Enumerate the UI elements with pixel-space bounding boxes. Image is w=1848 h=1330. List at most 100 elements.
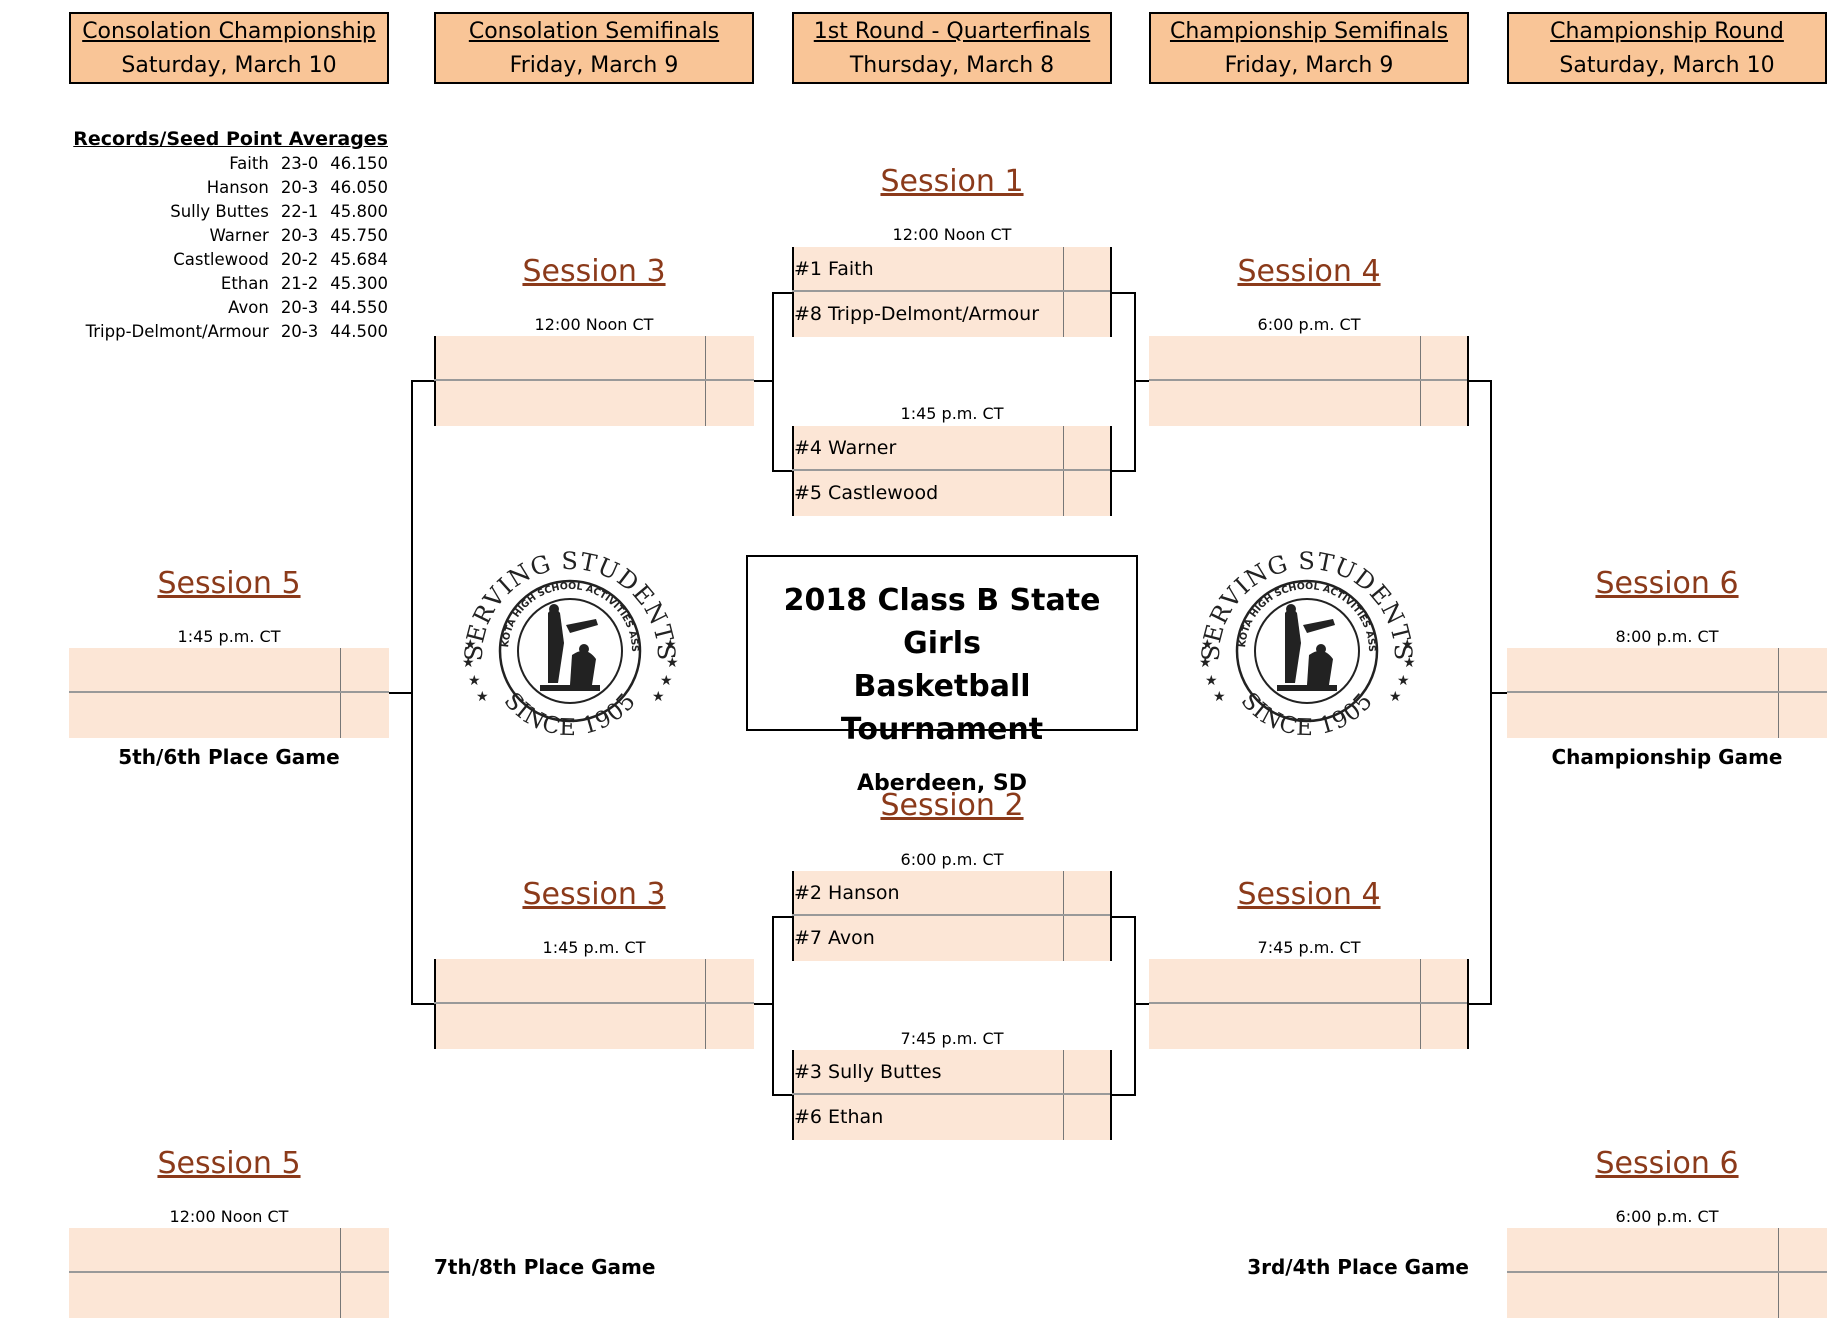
slot-third-fourth-2	[1507, 1273, 1827, 1318]
seed-avg: 45.300	[330, 274, 388, 293]
slot-seventh-eighth-1	[69, 1228, 389, 1273]
round-header-consolation-championship: Consolation Championship Saturday, March…	[69, 12, 389, 84]
bracket-line	[1134, 916, 1136, 1096]
session-6-bottom-label: Session 6	[1595, 1146, 1739, 1181]
slot-championship-semi-bottom-2	[1149, 1004, 1469, 1049]
bracket-line	[772, 916, 792, 918]
slot-seventh-eighth-2	[69, 1273, 389, 1318]
seed-record: 23-0	[280, 154, 319, 173]
team-slot-q3a: #2 Hanson	[792, 871, 1112, 916]
seed-team: Ethan	[220, 274, 269, 293]
round-header-quarterfinals: 1st Round - Quarterfinals Thursday, Marc…	[792, 12, 1112, 84]
game-label-fifth-sixth: 5th/6th Place Game	[118, 745, 340, 769]
session-6-bottom-time: 6:00 p.m. CT	[1615, 1207, 1719, 1226]
seal-bottom-text: SINCE 1905	[499, 688, 641, 741]
slot-championship-semi-top-2	[1149, 381, 1469, 426]
tournament-location: Aberdeen, SD	[857, 771, 1027, 796]
bracket-line	[1134, 380, 1149, 382]
bracket-line	[1469, 380, 1492, 382]
svg-text:SINCE 1905: SINCE 1905	[499, 688, 642, 741]
round-title: 1st Round - Quarterfinals	[813, 19, 1091, 44]
game-label-seventh-eighth: 7th/8th Place Game	[434, 1255, 656, 1279]
seed-avg: 44.550	[330, 298, 388, 317]
game-label-third-fourth: 3rd/4th Place Game	[1247, 1255, 1469, 1279]
seed-averages-title: Records/Seed Point Averages	[73, 128, 388, 150]
bracket-line	[772, 470, 792, 472]
slot-consolation-semi-top-2	[434, 381, 754, 426]
team-slot-q3b: #7 Avon	[792, 916, 1112, 961]
svg-text:★: ★	[660, 673, 673, 689]
session-2-time-b: 7:45 p.m. CT	[900, 1029, 1004, 1048]
session-6-top-label: Session 6	[1595, 566, 1739, 601]
round-header-championship-semifinals: Championship Semifinals Friday, March 9	[1149, 12, 1469, 84]
bracket-line	[1112, 470, 1136, 472]
bracket-line	[1112, 916, 1136, 918]
session-5-top-label: Session 5	[157, 566, 301, 601]
seed-row: Ethan 21-2 45.300	[74, 272, 388, 296]
team-name: #7 Avon	[794, 927, 875, 949]
seed-avg: 44.500	[330, 322, 388, 341]
seed-avg: 45.684	[330, 250, 388, 269]
slot-championship-2	[1507, 693, 1827, 738]
session-5-bottom-time: 12:00 Noon CT	[169, 1207, 289, 1226]
bracket-line	[1490, 692, 1507, 694]
team-slot-q2a: #4 Warner	[792, 426, 1112, 471]
round-title: Consolation Semifinals	[468, 19, 720, 44]
session-5-bottom-label: Session 5	[157, 1146, 301, 1181]
svg-text:★: ★	[1213, 689, 1226, 705]
team-name: #6 Ethan	[794, 1106, 884, 1128]
slot-consolation-semi-bottom-1	[434, 959, 754, 1004]
session-5-top-time: 1:45 p.m. CT	[177, 627, 281, 646]
team-slot-q1b: #8 Tripp-Delmont/Armour	[792, 292, 1112, 337]
session-4-bottom-time: 7:45 p.m. CT	[1257, 938, 1361, 957]
session-4-bottom-label: Session 4	[1237, 877, 1381, 912]
team-slot-q4a: #3 Sully Buttes	[792, 1050, 1112, 1095]
round-header-championship-round: Championship Round Saturday, March 10	[1507, 12, 1827, 84]
seed-record: 21-2	[280, 274, 319, 293]
seed-record: 22-1	[280, 202, 319, 221]
seed-team: Castlewood	[173, 250, 269, 269]
slot-championship-1	[1507, 648, 1827, 693]
session-6-top-time: 8:00 p.m. CT	[1615, 627, 1719, 646]
session-3-bottom-label: Session 3	[522, 877, 666, 912]
slot-championship-semi-top-1	[1149, 336, 1469, 381]
bracket-line	[411, 1003, 434, 1005]
session-4-top-label: Session 4	[1237, 254, 1381, 289]
seed-avg: 45.750	[330, 226, 388, 245]
seal-top-text: SERVING STUDENTS	[460, 547, 680, 662]
session-4-top-time: 6:00 p.m. CT	[1257, 315, 1361, 334]
slot-championship-semi-bottom-1	[1149, 959, 1469, 1004]
svg-text:★: ★	[1205, 673, 1218, 689]
seed-avg: 45.800	[330, 202, 388, 221]
title-line-2: Basketball Tournament	[840, 669, 1044, 747]
bracket-line	[754, 380, 774, 382]
team-name: #2 Hanson	[794, 882, 900, 904]
sdhsaa-seal-icon: SERVING STUDENTS SOUTH DAKOTA HIGH SCHOO…	[1187, 525, 1418, 741]
svg-text:★: ★	[1389, 689, 1402, 705]
round-date: Friday, March 9	[1224, 53, 1394, 78]
team-name: #5 Castlewood	[794, 482, 939, 504]
team-name: #3 Sully Buttes	[794, 1061, 942, 1083]
svg-text:SERVING STUDENTS: SERVING STUDENTS	[1197, 547, 1418, 662]
team-name: #1 Faith	[794, 258, 874, 280]
round-title: Championship Semifinals	[1169, 19, 1449, 44]
seed-team: Sully Buttes	[170, 202, 269, 221]
svg-text:★: ★	[664, 637, 677, 653]
bracket-line	[411, 380, 434, 382]
round-date: Saturday, March 10	[121, 53, 337, 78]
round-header-consolation-semifinals: Consolation Semifinals Friday, March 9	[434, 12, 754, 84]
bracket-line	[1134, 292, 1136, 472]
bracket-line	[772, 292, 774, 472]
seed-team: Tripp-Delmont/Armour	[85, 322, 269, 341]
game-label-championship: Championship Game	[1551, 745, 1783, 769]
bracket-line	[1112, 1094, 1136, 1096]
bracket-line	[1112, 292, 1136, 294]
bracket-line	[772, 292, 792, 294]
